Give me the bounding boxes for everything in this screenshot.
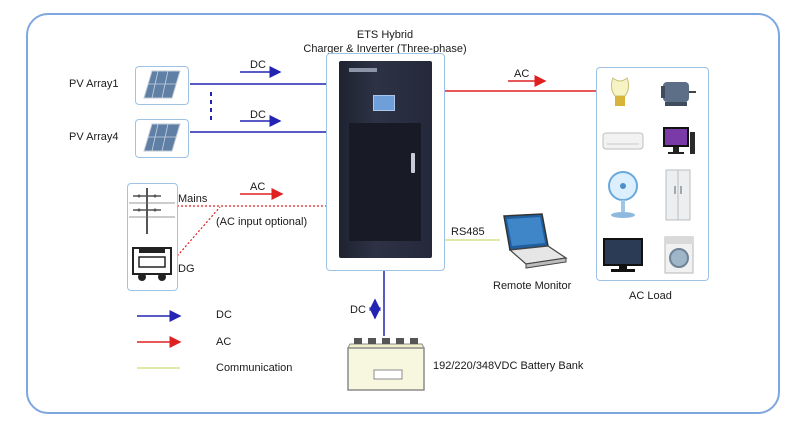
inverter-cabinet-icon: [339, 61, 432, 258]
washing-machine-icon: [664, 236, 694, 274]
solar-panel-icon: [143, 123, 181, 152]
motor-icon: [661, 82, 696, 106]
utility-pole-icon: [129, 188, 175, 234]
pv-array1-label: PV Array1: [69, 78, 119, 90]
remote-monitor-label: Remote Monitor: [493, 280, 572, 292]
diagram-title: ETS Hybrid: [356, 29, 414, 41]
rs485-label: RS485: [451, 226, 485, 238]
legend-ac-label: AC: [216, 336, 232, 348]
laptop-icon: [503, 213, 568, 269]
pv-array1-box: [135, 66, 189, 105]
fan-icon: [608, 171, 638, 218]
air-conditioner-icon: [602, 132, 644, 150]
television-icon: [603, 238, 643, 272]
refrigerator-icon: [665, 169, 691, 221]
inverter-logo: [349, 68, 377, 72]
dg-label: DG: [178, 263, 195, 275]
desktop-computer-icon: [663, 127, 695, 154]
battery-bank-label: 192/220/348VDC Battery Bank: [433, 360, 584, 372]
ac-label-out: AC: [514, 68, 530, 80]
ac-source-box: [127, 183, 178, 291]
legend-communication-label: Communication: [216, 362, 293, 374]
diagram-frame: [26, 13, 780, 414]
dc-label-mid: DC: [250, 109, 266, 121]
mains-label: Mains: [178, 193, 208, 205]
dc-label-battery: DC: [350, 304, 366, 316]
ac-line-dg: [171, 206, 221, 263]
pv-array4-label: PV Array4: [69, 131, 119, 143]
generator-icon: [132, 247, 172, 281]
inverter-display: [373, 95, 395, 111]
dc-label-top: DC: [250, 59, 266, 71]
ac-input-optional-label: (AC input optional): [216, 216, 308, 228]
ac-label-in: AC: [250, 181, 266, 193]
light-bulb-icon: [610, 77, 630, 106]
inverter-handle: [411, 153, 415, 173]
diagram-subtitle: Charger & Inverter (Three-phase): [303, 43, 467, 55]
ac-load-box: [596, 67, 709, 281]
solar-panel-icon: [143, 70, 181, 99]
inverter-door: [349, 123, 421, 241]
legend-dc-label: DC: [216, 309, 232, 321]
pv-array4-box: [135, 119, 189, 158]
ac-load-label: AC Load: [629, 290, 672, 302]
battery-icon: [347, 338, 425, 391]
